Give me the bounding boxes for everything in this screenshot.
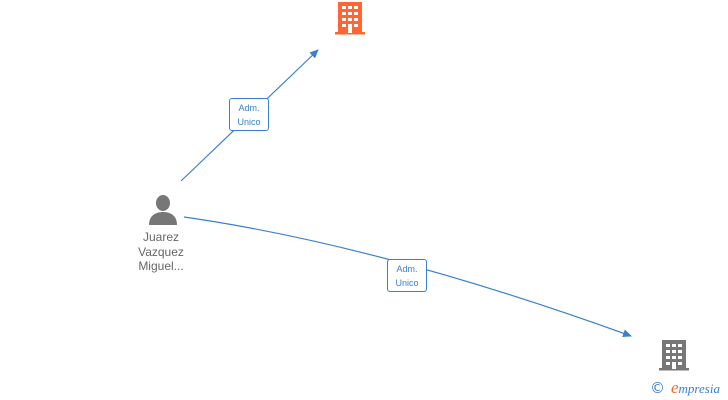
copyright-icon: © <box>650 379 665 397</box>
person-icon <box>149 195 177 225</box>
building-icon <box>335 2 365 35</box>
brand-logo: empresia <box>671 378 720 399</box>
person-name-line: Juarez <box>142 230 180 244</box>
edge-label-bottom: Adm. Unico <box>387 259 427 292</box>
brand-initial: e <box>671 377 679 397</box>
edge-label-line: Adm. <box>396 264 418 274</box>
person-name-line: Vazquez <box>138 244 184 259</box>
company-node-bottom[interactable] <box>658 338 690 372</box>
edge-label-line: Unico <box>395 278 419 288</box>
building-icon <box>659 340 689 371</box>
brand-rest: mpresia <box>678 380 720 396</box>
edge-label-top: Adm. Unico <box>229 98 269 131</box>
edge-label-line: Unico <box>237 117 261 127</box>
edge-label-line: Adm. <box>238 103 260 113</box>
person-name[interactable]: Juarez Vazquez Miguel... <box>120 230 202 274</box>
empresia-watermark[interactable]: © empresia <box>650 378 720 398</box>
company-node-top[interactable] <box>333 0 367 36</box>
person-node[interactable] <box>146 194 180 226</box>
person-name-line: Miguel... <box>138 259 184 273</box>
